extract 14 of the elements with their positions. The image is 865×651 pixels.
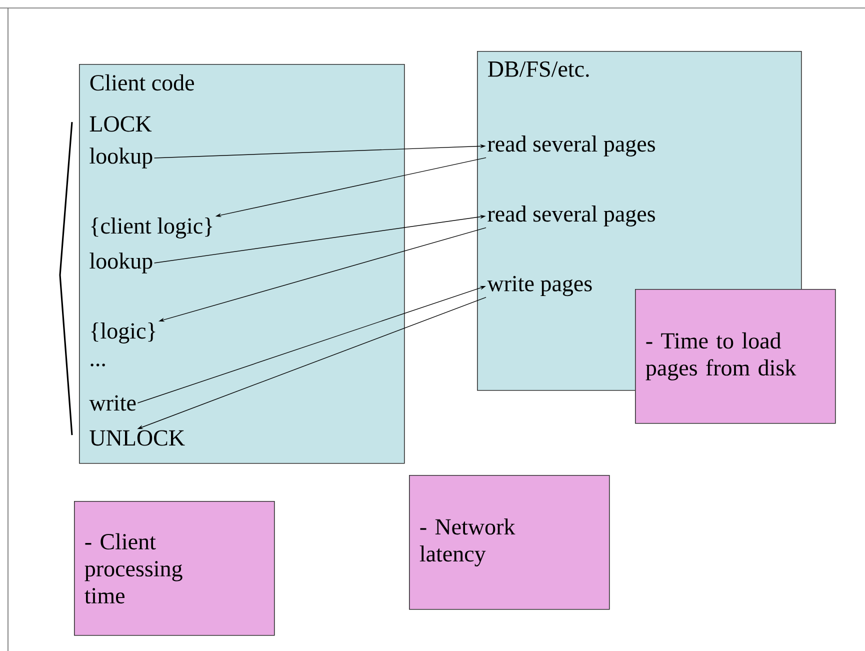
code-line: {logic} <box>91 322 156 344</box>
code-line: lookup <box>90 252 152 274</box>
note-box: - Network latency <box>409 475 610 610</box>
code-line: {client logic} <box>91 218 212 238</box>
code-line: LOCK <box>90 116 152 132</box>
code-line: read several pages <box>488 206 655 226</box>
note-box: - Client processing time <box>74 501 275 636</box>
code-line: write pages <box>487 276 592 296</box>
code-line: ... <box>90 364 105 366</box>
code-line: write <box>89 395 136 411</box>
code-line: read several pages <box>488 136 655 156</box>
code-line: lookup <box>90 148 152 168</box>
code-line: UNLOCK <box>90 430 185 446</box>
note-box: - Time to load pages from disk <box>635 289 836 424</box>
